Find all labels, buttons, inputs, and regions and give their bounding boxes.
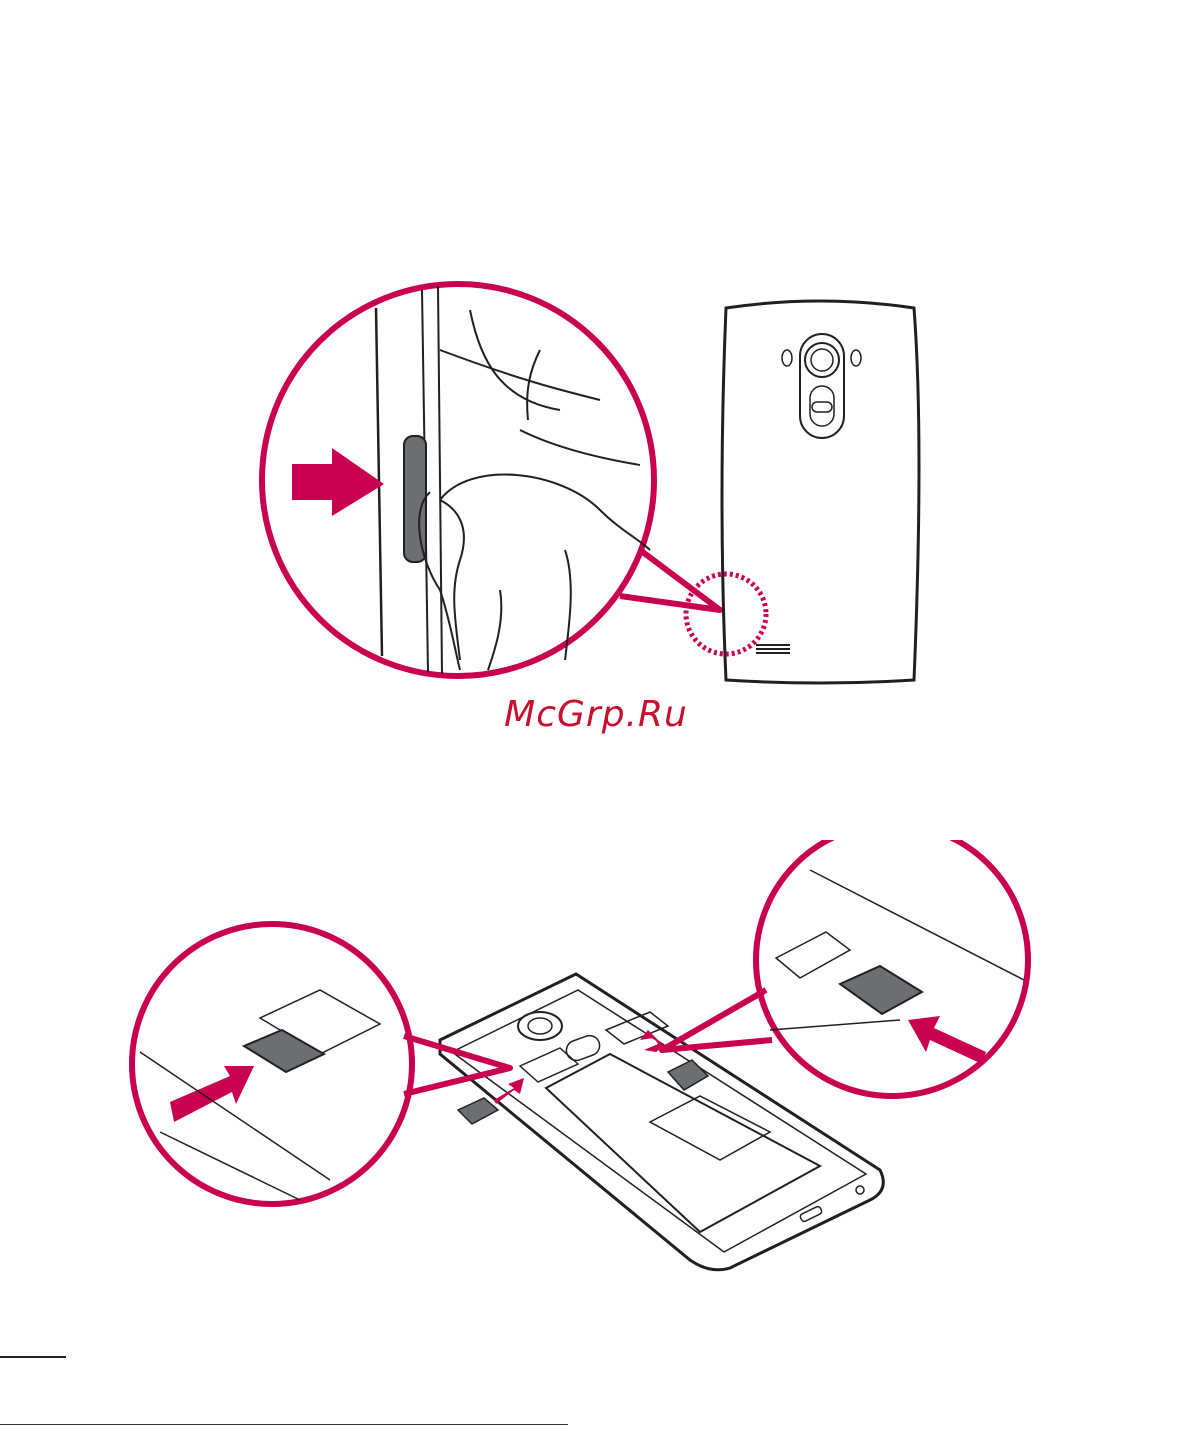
bottom-rule xyxy=(0,1424,568,1425)
page-rule xyxy=(0,1356,66,1358)
phone-back-cover xyxy=(686,301,919,683)
micro-sd-card xyxy=(458,1098,498,1124)
card-insertion-illustration xyxy=(0,840,1192,1280)
watermark-text: McGrp.Ru xyxy=(0,694,1192,735)
zoom-circle-right xyxy=(662,840,1028,1096)
back-cover-removal-illustration xyxy=(0,260,1192,700)
